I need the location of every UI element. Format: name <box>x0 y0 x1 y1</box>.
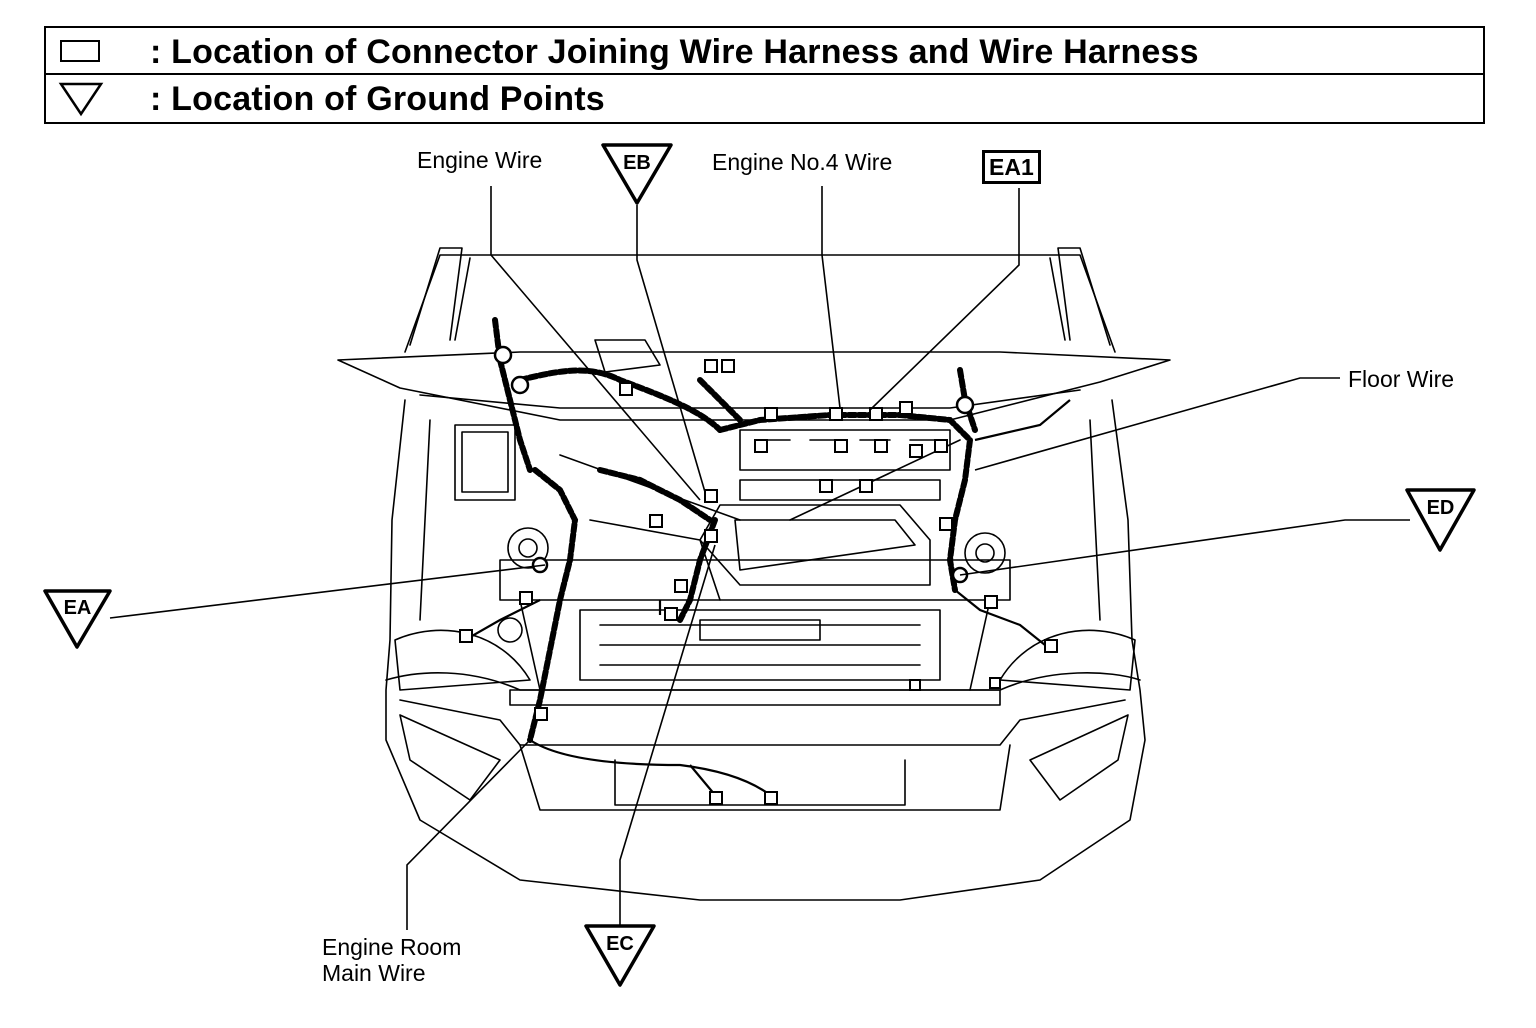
ground-ed-label: ED <box>1426 497 1455 519</box>
intake-manifold <box>739 429 951 471</box>
right-headlamp <box>999 629 1136 691</box>
left-headlamp <box>394 629 531 691</box>
battery <box>454 424 516 501</box>
connector-blocks <box>459 359 1058 805</box>
ground-eb-triangle-icon <box>601 143 673 205</box>
leader-floor-wire <box>974 377 1340 471</box>
leader-ea <box>109 564 546 619</box>
ground-triangle-symbol-icon <box>58 82 104 117</box>
connector-box-symbol-icon <box>60 40 100 62</box>
fuse-box <box>594 339 661 373</box>
leader-engine-no4-wire <box>821 186 841 409</box>
leader-ea1 <box>869 188 1020 411</box>
label-engine-room-main-wire-line1: Engine Room <box>322 934 462 960</box>
legend-connector-label: : Location of Connector Joining Wire Har… <box>150 33 1199 71</box>
ground-ea-triangle-icon <box>43 589 112 649</box>
legend-ground-label: : Location of Ground Points <box>150 80 605 118</box>
legend-box: : Location of Connector Joining Wire Har… <box>44 26 1485 124</box>
leader-engine-room-main-wire <box>406 739 531 930</box>
legend-row-ground: : Location of Ground Points <box>46 75 1483 122</box>
engine-block <box>699 504 931 586</box>
wire-harness <box>492 317 978 743</box>
ground-ec-triangle-icon <box>584 924 656 987</box>
ground-ec: EC <box>586 933 654 963</box>
ground-ec-label: EC <box>606 933 634 955</box>
leader-eb <box>636 205 706 493</box>
leader-ed <box>959 519 1410 576</box>
connector-ea1-label: EA1 <box>982 150 1041 184</box>
harness-thin-branches <box>464 399 1071 796</box>
label-engine-wire: Engine Wire <box>417 147 543 173</box>
ground-eb: EB <box>603 152 671 182</box>
ground-eb-label: EB <box>623 152 651 174</box>
ground-ea: EA <box>45 597 110 627</box>
leader-ec <box>619 544 716 925</box>
radiator-support-upper <box>499 559 1011 601</box>
ground-ea-label: EA <box>63 597 92 619</box>
hood-outline <box>404 254 1116 353</box>
label-engine-room-main-wire-line2: Main Wire <box>322 960 426 986</box>
label-engine-no4-wire: Engine No.4 Wire <box>712 149 893 175</box>
ground-ed: ED <box>1407 497 1474 527</box>
ground-ed-triangle-icon <box>1405 488 1476 552</box>
legend-row-connector: : Location of Connector Joining Wire Har… <box>46 28 1483 75</box>
leader-lines <box>109 186 1410 930</box>
cowl-panel <box>337 351 1171 421</box>
leader-engine-wire <box>490 186 701 501</box>
label-floor-wire: Floor Wire <box>1348 366 1455 392</box>
